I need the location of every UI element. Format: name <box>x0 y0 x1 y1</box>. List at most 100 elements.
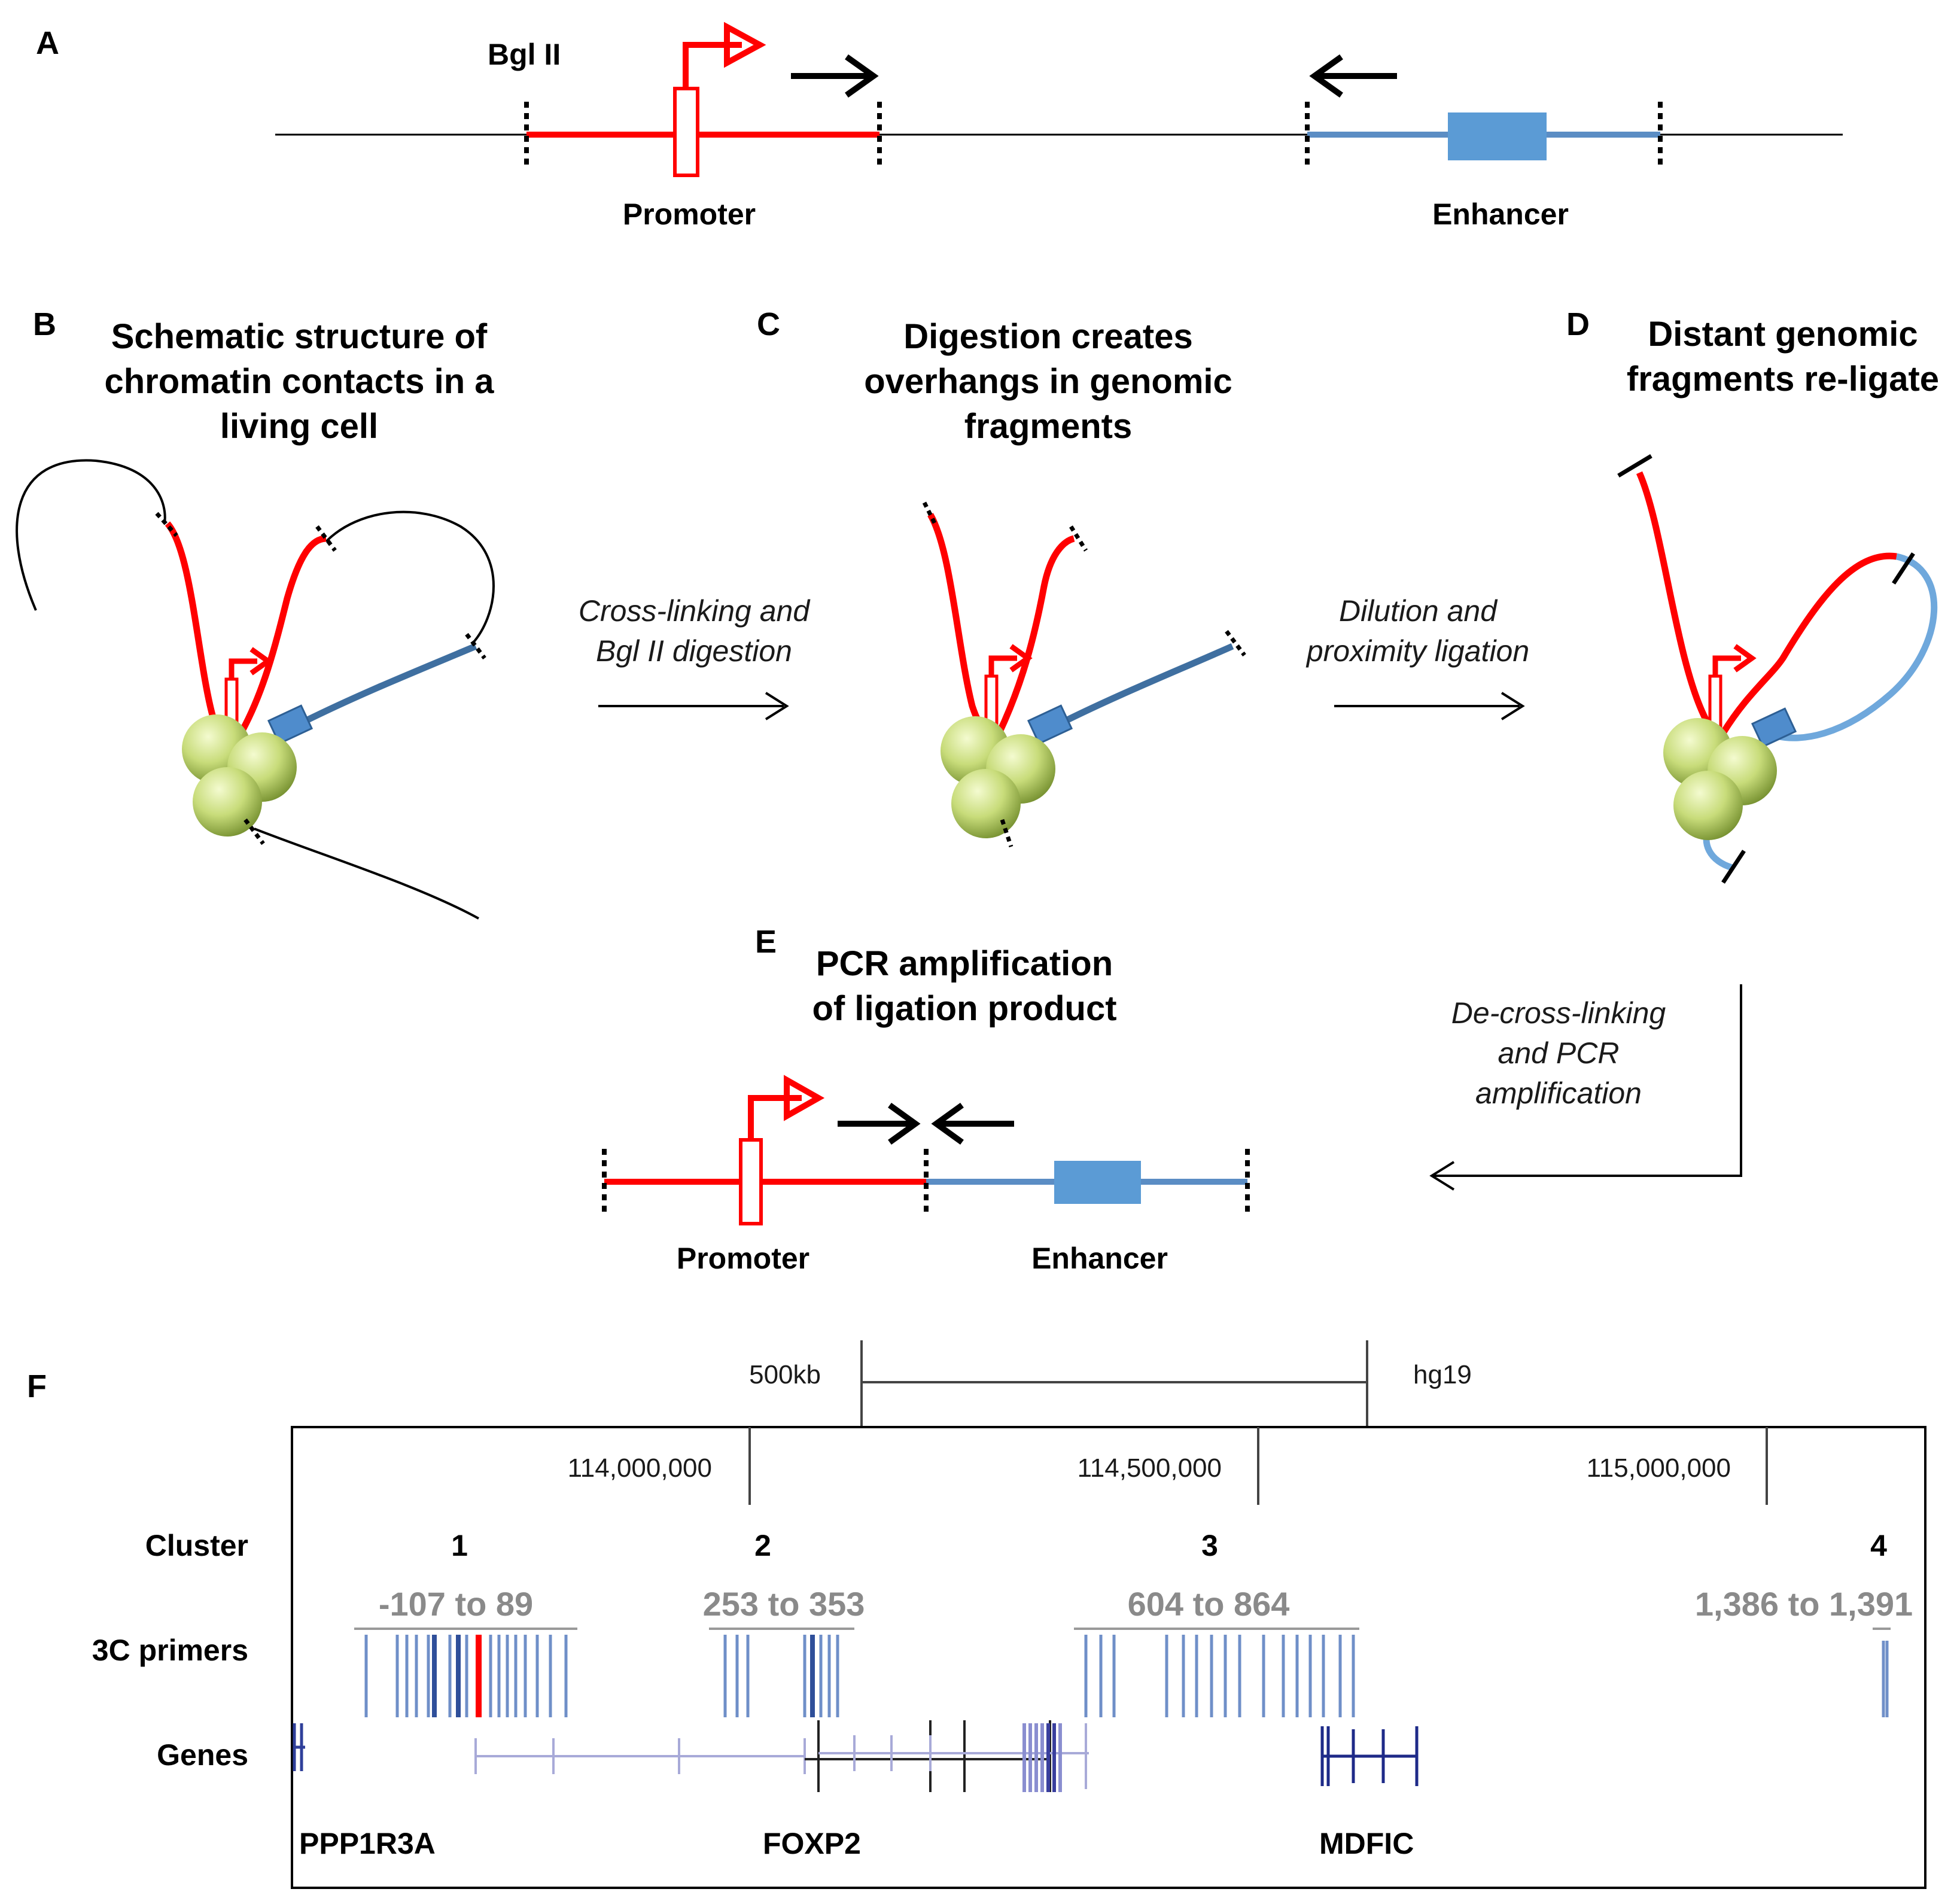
panel-c-title-1: Digestion creates <box>903 317 1193 356</box>
panel-e-title-2: of ligation product <box>812 989 1116 1028</box>
promoter-label: Promoter <box>623 197 756 231</box>
panel-c-letter: C <box>757 306 780 342</box>
step-cd-line-2: proximity ligation <box>1305 634 1529 668</box>
nucleosome <box>951 769 1021 838</box>
chromatin-strand <box>16 459 166 611</box>
cluster-range: 253 to 353 <box>703 1585 865 1623</box>
panel-b-title-3: living cell <box>220 407 378 446</box>
cluster-range: 604 to 864 <box>1128 1585 1290 1623</box>
panel-d: D Distant genomic fragments re-ligate <box>1566 306 1939 884</box>
step-cd-line-1: Dilution and <box>1339 594 1498 628</box>
tss-arrow-head <box>1009 644 1033 673</box>
promoter-chromatin <box>236 535 327 738</box>
tss-arrow <box>683 42 742 89</box>
genome-browser-frame <box>291 1426 1926 1889</box>
panel-f-letter: F <box>27 1368 47 1404</box>
chromatin-strand <box>254 828 479 920</box>
gene-name: MDFIC <box>1319 1827 1414 1860</box>
gene-ppp1r3a-edge <box>293 1723 305 1771</box>
panel-f: F 500kb hg19 114,000,000 114,500,000 115… <box>27 1340 1926 1889</box>
panel-e-title-1: PCR amplification <box>816 944 1113 983</box>
enhancer-box <box>1027 704 1073 745</box>
enhancer-box <box>267 704 314 745</box>
tss-arrow-head <box>784 1075 825 1121</box>
panel-b-title-1: Schematic structure of <box>111 317 488 356</box>
coordinate-label: 114,500,000 <box>1078 1453 1222 1483</box>
enhancer-label: Enhancer <box>1031 1242 1168 1275</box>
tss-arrow <box>748 1095 802 1140</box>
step-bc-line-2: Bgl II digestion <box>596 634 792 668</box>
panel-d-title-2: fragments re-ligate <box>1627 360 1939 399</box>
enhancer-box <box>1751 707 1797 748</box>
nucleosome <box>1673 771 1743 840</box>
nucleosome <box>193 767 262 837</box>
step-arrow-de: De-cross-linking and PCR amplification <box>1429 984 1742 1191</box>
scale-label: 500kb <box>749 1360 821 1389</box>
tss-arrow-head <box>1733 644 1757 673</box>
gene-ppp1r3a <box>474 1738 806 1774</box>
tss-arrow <box>1712 655 1741 676</box>
promoter-chromatin <box>1720 552 1897 735</box>
tss-arrow-head <box>249 647 273 676</box>
step-bc-line-1: Cross-linking and <box>579 594 811 628</box>
bgl2-label: Bgl II <box>488 38 561 71</box>
gene-name: PPP1R3A <box>299 1827 436 1860</box>
gene-name: FOXP2 <box>763 1827 861 1860</box>
coordinate-axis: 114,000,000 114,500,000 115,000,000 <box>568 1427 1768 1505</box>
step-arrow-bc: Cross-linking and Bgl II digestion <box>579 594 811 720</box>
panel-d-letter: D <box>1566 306 1590 342</box>
reverse-primer-arrow <box>931 1102 1014 1145</box>
coordinate-label: 115,000,000 <box>1587 1453 1731 1483</box>
assembly-label: hg19 <box>1413 1360 1472 1389</box>
tss-arrow-head <box>724 22 766 68</box>
promoter-label: Promoter <box>677 1242 809 1275</box>
panel-c: C Digestion creates overhangs in genomic… <box>757 306 1246 848</box>
gene-foxp2 <box>805 1720 1051 1792</box>
cluster-range: 1,386 to 1,391 <box>1695 1585 1913 1623</box>
step-de-line-2: and PCR <box>1498 1036 1620 1070</box>
tss-arrow <box>988 655 1017 676</box>
panel-b-letter: B <box>33 306 56 342</box>
gene-exon-cluster <box>1022 1723 1062 1792</box>
reverse-primer-arrow <box>1309 54 1397 98</box>
coordinate-label: 114,000,000 <box>568 1453 712 1483</box>
cluster-number: 2 <box>754 1529 771 1562</box>
ligation-junctions <box>1617 454 1915 884</box>
forward-primer-arrow <box>791 54 879 98</box>
primer-ticks <box>364 1635 1889 1717</box>
enhancer-box <box>1054 1161 1141 1204</box>
panel-e-letter: E <box>755 924 777 960</box>
row-label-genes: Genes <box>157 1738 248 1772</box>
enhancer-chromatin <box>297 643 477 727</box>
cluster-number: 1 <box>451 1529 468 1562</box>
panel-c-title-3: fragments <box>964 407 1132 446</box>
tss-arrow <box>229 658 257 679</box>
chromatin-strand <box>325 510 495 644</box>
enhancer-chromatin <box>1776 553 1938 741</box>
panel-b-title-2: chromatin contacts in a <box>104 362 494 401</box>
bgl2-sites <box>922 501 1246 848</box>
promoter-box <box>673 87 699 177</box>
panel-a-letter: A <box>36 25 59 61</box>
panel-d-title-1: Distant genomic <box>1648 315 1918 354</box>
promoter-box <box>739 1138 763 1225</box>
step-de-line-1: De-cross-linking <box>1451 996 1666 1030</box>
step-de-line-3: amplification <box>1475 1076 1642 1110</box>
promoter-chromatin <box>996 535 1075 735</box>
panel-b: B Schematic structure of chromatin conta… <box>16 306 495 920</box>
gene-track <box>293 1720 1419 1792</box>
cluster-number: 3 <box>1201 1529 1218 1562</box>
enhancer-chromatin <box>1057 643 1234 727</box>
enhancer-box <box>1448 112 1547 160</box>
panel-a: A Bgl II Promoter Enhancer <box>36 22 1843 231</box>
step-arrow-cd: Dilution and proximity ligation <box>1305 594 1529 720</box>
row-label-primers: 3C primers <box>92 1634 248 1667</box>
panel-e: E PCR amplification of ligation product … <box>602 924 1250 1275</box>
enhancer-label: Enhancer <box>1432 197 1569 231</box>
row-label-cluster: Cluster <box>145 1529 248 1562</box>
forward-primer-arrow <box>838 1102 921 1145</box>
cluster-number: 4 <box>1870 1529 1887 1562</box>
panel-c-title-2: overhangs in genomic <box>864 362 1232 401</box>
gene-mdfic <box>1320 1726 1419 1786</box>
